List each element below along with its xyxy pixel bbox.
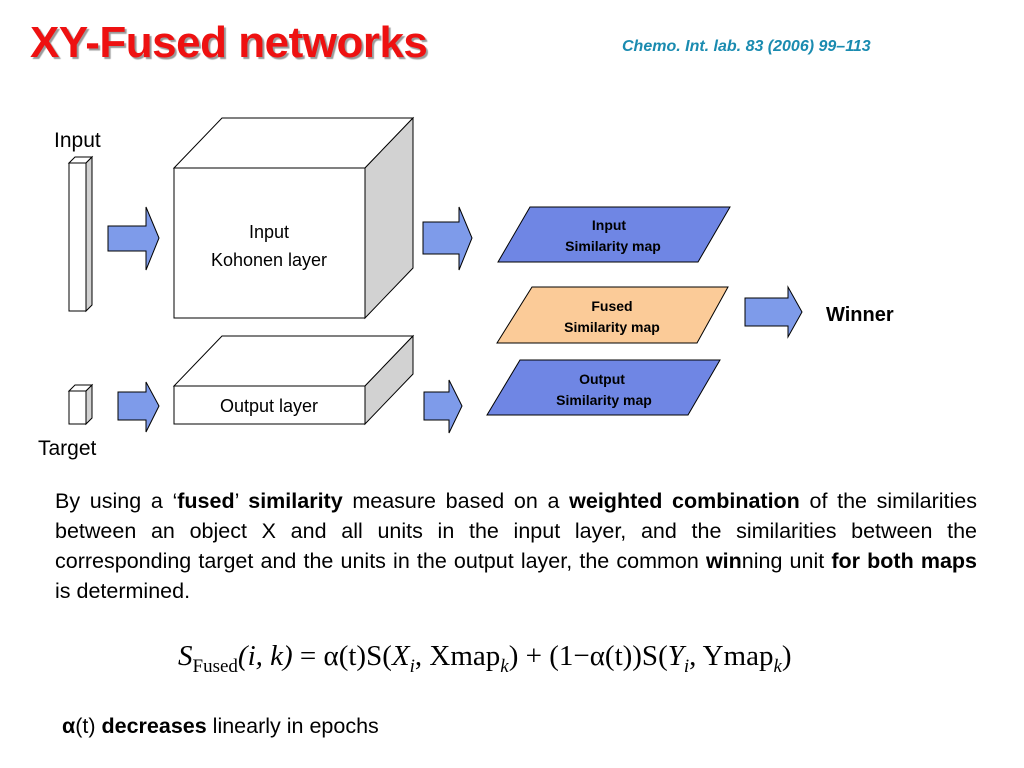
formula-sub-i2: i xyxy=(683,655,690,677)
target-vector-front xyxy=(68,390,87,425)
arrow-kohonen-to-input-map xyxy=(422,206,473,271)
kohonen-layer-cube xyxy=(172,116,415,320)
para-win: win xyxy=(705,549,742,573)
kohonen-cube-front xyxy=(173,167,366,319)
para-text-5: ning unit xyxy=(741,549,832,573)
para-text-3: measure based on a xyxy=(342,489,570,513)
slide-title: XY-Fused networks xyxy=(30,18,428,67)
alpha-t: (t) xyxy=(75,714,102,738)
para-fused: fused xyxy=(177,489,235,513)
formula-ymap: , Ymap xyxy=(689,640,774,672)
para-for-both-maps: for both maps xyxy=(831,549,977,573)
fused-map-label-line2: Similarity map xyxy=(564,319,660,335)
alpha-decreases: decreases xyxy=(101,714,207,738)
input-vector-front xyxy=(68,162,87,312)
network-diagram: Input Target Input Kohonen layer Output … xyxy=(38,116,894,460)
fused-map-label-line1: Fused xyxy=(591,298,632,314)
input-label: Input xyxy=(54,129,101,152)
arrow-fused-to-winner xyxy=(744,285,803,339)
arrow-input-to-kohonen xyxy=(107,206,160,271)
para-text-2: ’ xyxy=(234,489,249,513)
para-similarity: similarity xyxy=(248,489,343,513)
formula-eq-part2: ) + (1−α(t))S( xyxy=(508,640,668,672)
kohonen-label-line1: Input xyxy=(249,222,289,242)
formula-sub-k1: k xyxy=(500,655,509,677)
kohonen-label-line2: Kohonen layer xyxy=(211,250,327,270)
formula-x: X xyxy=(391,640,410,672)
formula-xmap: , Xmap xyxy=(414,640,501,672)
formula-s: S xyxy=(178,640,193,672)
para-text-1: By using a ‘ xyxy=(55,489,178,513)
arrow-output-to-output-map xyxy=(423,379,463,434)
input-map-label-line2: Similarity map xyxy=(565,238,661,254)
alpha-rest: linearly in epochs xyxy=(206,714,379,738)
input-similarity-map xyxy=(497,206,731,263)
target-label: Target xyxy=(38,437,97,460)
formula-sub-i1: i xyxy=(409,655,415,677)
output-map-label-line2: Similarity map xyxy=(556,392,652,408)
output-layer-label: Output layer xyxy=(220,396,318,416)
winner-label: Winner xyxy=(826,304,894,326)
formula-args: (i, k) xyxy=(237,640,293,672)
para-weighted-combination: weighted combination xyxy=(569,489,800,513)
formula-close: ) xyxy=(781,640,792,672)
formula-eq-part1: = α(t)S( xyxy=(292,640,392,672)
arrow-target-to-output xyxy=(117,381,160,433)
fused-similarity-formula: SFused(i, k) = α(t)S(Xi, Xmapk) + (1−α(t… xyxy=(178,640,792,678)
alpha-symbol: α xyxy=(62,714,76,738)
para-text-6: is determined. xyxy=(55,579,191,603)
formula-y: Y xyxy=(667,640,684,672)
target-vector xyxy=(67,383,94,426)
fused-similarity-map xyxy=(496,286,729,344)
input-map-label-line1: Input xyxy=(592,217,627,233)
output-box-front xyxy=(173,385,366,425)
output-layer-box xyxy=(172,334,415,426)
input-vector xyxy=(67,155,94,313)
output-similarity-map xyxy=(486,359,721,416)
para-text-4: of the similarities between an object X … xyxy=(55,489,977,573)
output-map-label-line1: Output xyxy=(579,371,625,387)
alpha-note: α(t) decreases linearly in epochs xyxy=(62,714,379,739)
formula-sub-k2: k xyxy=(773,655,782,677)
input-vector-side xyxy=(85,155,93,313)
formula-sub-fused: Fused xyxy=(192,655,238,677)
target-vector-side xyxy=(85,383,93,426)
description-paragraph: By using a ‘fused’ similarity measure ba… xyxy=(55,486,977,606)
reference-citation: Chemo. Int. lab. 83 (2006) 99–113 xyxy=(622,38,871,55)
